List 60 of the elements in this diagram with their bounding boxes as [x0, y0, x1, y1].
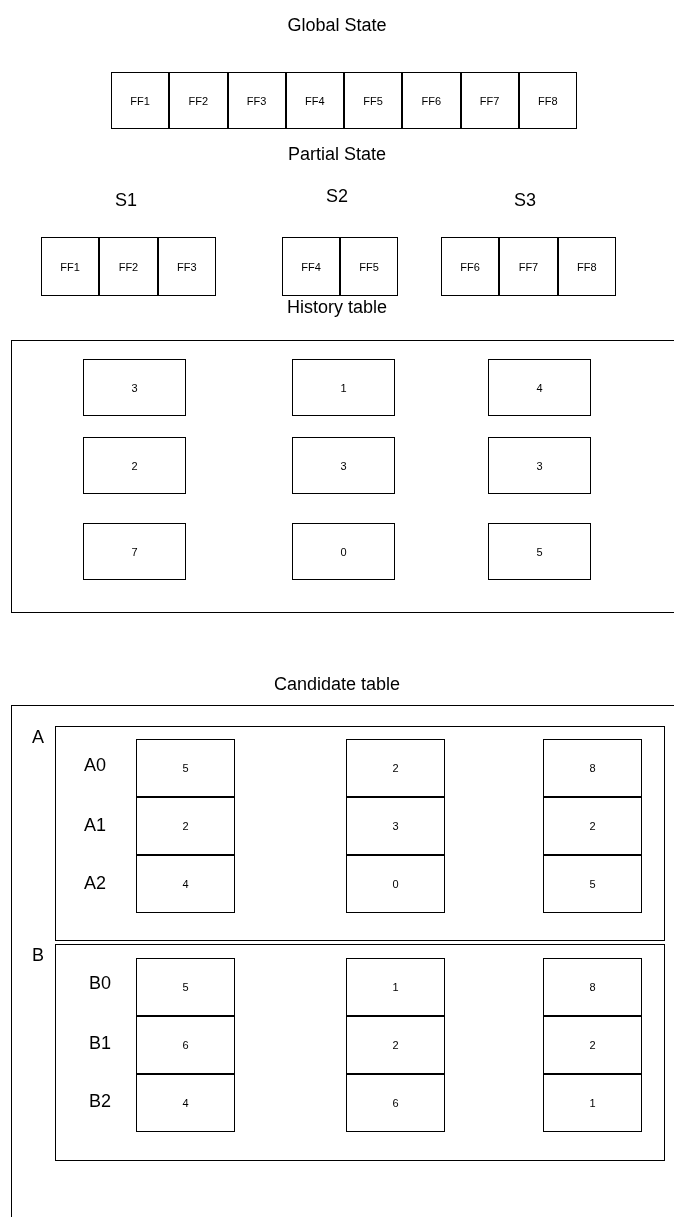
table-cell: FF4	[282, 237, 340, 296]
row-label: A2	[84, 872, 106, 894]
table-cell: 5	[488, 523, 591, 580]
table-cell: 2	[83, 437, 186, 494]
table-cell: FF2	[169, 72, 228, 129]
table-cell: FF2	[99, 237, 158, 296]
table-cell: FF3	[157, 237, 216, 296]
table-cell: 6	[136, 1016, 235, 1074]
table-cell: 3	[83, 359, 186, 416]
table-cell: FF6	[441, 237, 500, 296]
table-cell: FF4	[285, 72, 344, 129]
group-heading: B	[32, 945, 44, 966]
table-cell: FF1	[111, 72, 170, 129]
table-cell: 5	[136, 739, 235, 797]
table-cell: 5	[136, 958, 235, 1016]
table-cell: 1	[292, 359, 395, 416]
table-cell: 3	[292, 437, 395, 494]
section-title: Partial State	[287, 143, 387, 165]
table-cell: FF8	[557, 237, 616, 296]
group-label: S3	[514, 189, 536, 211]
table-cell: 0	[346, 855, 445, 913]
table-cell: 5	[543, 855, 642, 913]
group-heading: A	[32, 727, 44, 748]
section-title: Global State	[287, 14, 387, 36]
table-cell: 4	[136, 855, 235, 913]
table-cell: FF6	[402, 72, 461, 129]
table-cell: 0	[292, 523, 395, 580]
table-cell: 6	[346, 1074, 445, 1132]
table-cell: 1	[543, 1074, 642, 1132]
row-label: A0	[84, 754, 106, 776]
table-cell: FF8	[518, 72, 577, 129]
group-label: S2	[326, 185, 348, 207]
table-cell: 2	[543, 1016, 642, 1074]
table-cell: FF5	[344, 72, 403, 129]
table-cell: 7	[83, 523, 186, 580]
table-cell: 2	[136, 797, 235, 855]
row-label: B1	[89, 1032, 111, 1054]
table-cell: FF5	[340, 237, 398, 296]
table-cell: 2	[346, 739, 445, 797]
table-cell: FF3	[227, 72, 286, 129]
table-cell: 4	[136, 1074, 235, 1132]
table-cell: 3	[346, 797, 445, 855]
row-label: B0	[89, 972, 111, 994]
section-title: History table	[287, 296, 387, 318]
group-label: S1	[115, 189, 137, 211]
row-label: A1	[84, 814, 106, 836]
table-cell: 8	[543, 739, 642, 797]
table-cell: 2	[346, 1016, 445, 1074]
table-cell: 1	[346, 958, 445, 1016]
table-cell: 4	[488, 359, 591, 416]
section-title: Candidate table	[273, 673, 401, 695]
table-frame	[11, 705, 674, 1217]
table-cell: FF7	[460, 72, 519, 129]
row-label: B2	[89, 1090, 111, 1112]
table-cell: 2	[543, 797, 642, 855]
table-cell: FF1	[41, 237, 100, 296]
table-cell: 8	[543, 958, 642, 1016]
table-cell: 3	[488, 437, 591, 494]
table-frame	[11, 340, 674, 613]
table-cell: FF7	[499, 237, 558, 296]
